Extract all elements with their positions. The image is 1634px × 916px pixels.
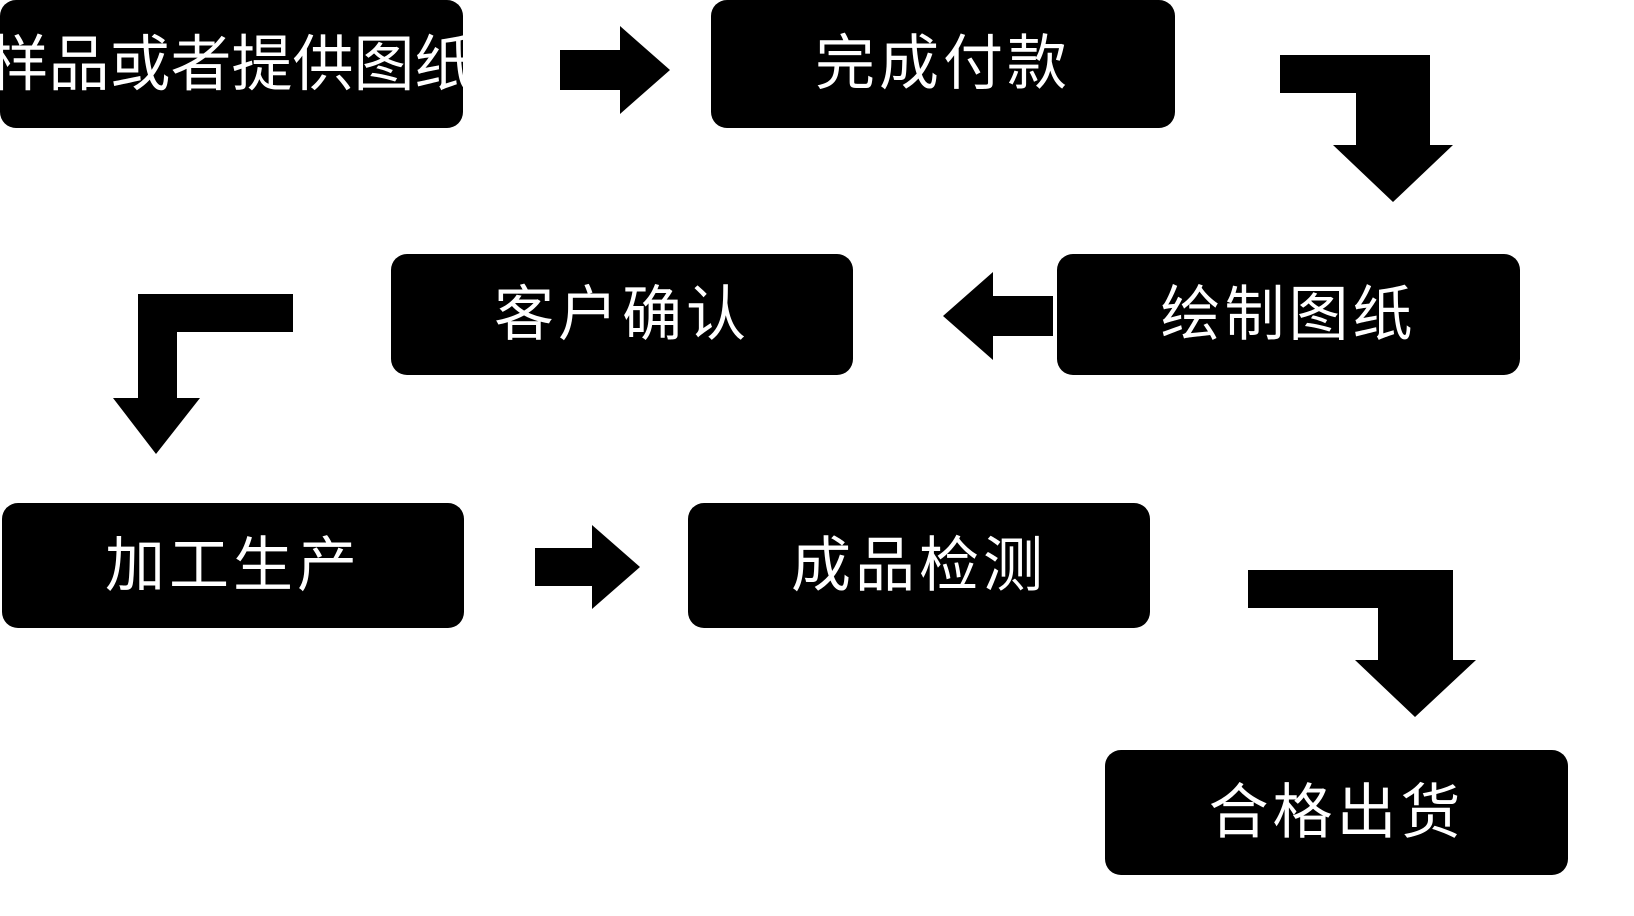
arrow-drawing-to-confirm [943,272,1053,360]
arrow-inspection-to-shipment [1248,552,1478,717]
flow-node-inspection-label: 成品检测 [791,531,1047,599]
arrow-payment-to-drawing [1280,37,1480,202]
flow-node-payment[interactable]: 完成付款 [711,0,1175,128]
flow-node-sample[interactable]: 样品或者提供图纸 [0,0,476,128]
flow-node-inspection[interactable]: 成品检测 [688,503,1150,628]
arrow-confirm-to-production [113,294,293,454]
flow-node-shipment[interactable]: 合格出货 [1105,750,1568,875]
flow-node-production-label: 加工生产 [105,531,361,599]
flow-node-shipment-label: 合格出货 [1208,778,1465,846]
flow-node-confirm-label: 客户确认 [494,280,750,348]
flow-node-payment-label: 完成付款 [815,30,1071,97]
flow-node-production[interactable]: 加工生产 [2,503,464,628]
arrow-sample-to-payment [560,26,670,114]
flow-node-drawing[interactable]: 绘制图纸 [1057,254,1520,375]
arrow-production-to-inspection [535,525,640,609]
flow-node-drawing-label: 绘制图纸 [1160,280,1417,348]
flow-node-confirm[interactable]: 客户确认 [391,254,853,375]
flow-node-sample-label: 样品或者提供图纸 [0,29,476,98]
